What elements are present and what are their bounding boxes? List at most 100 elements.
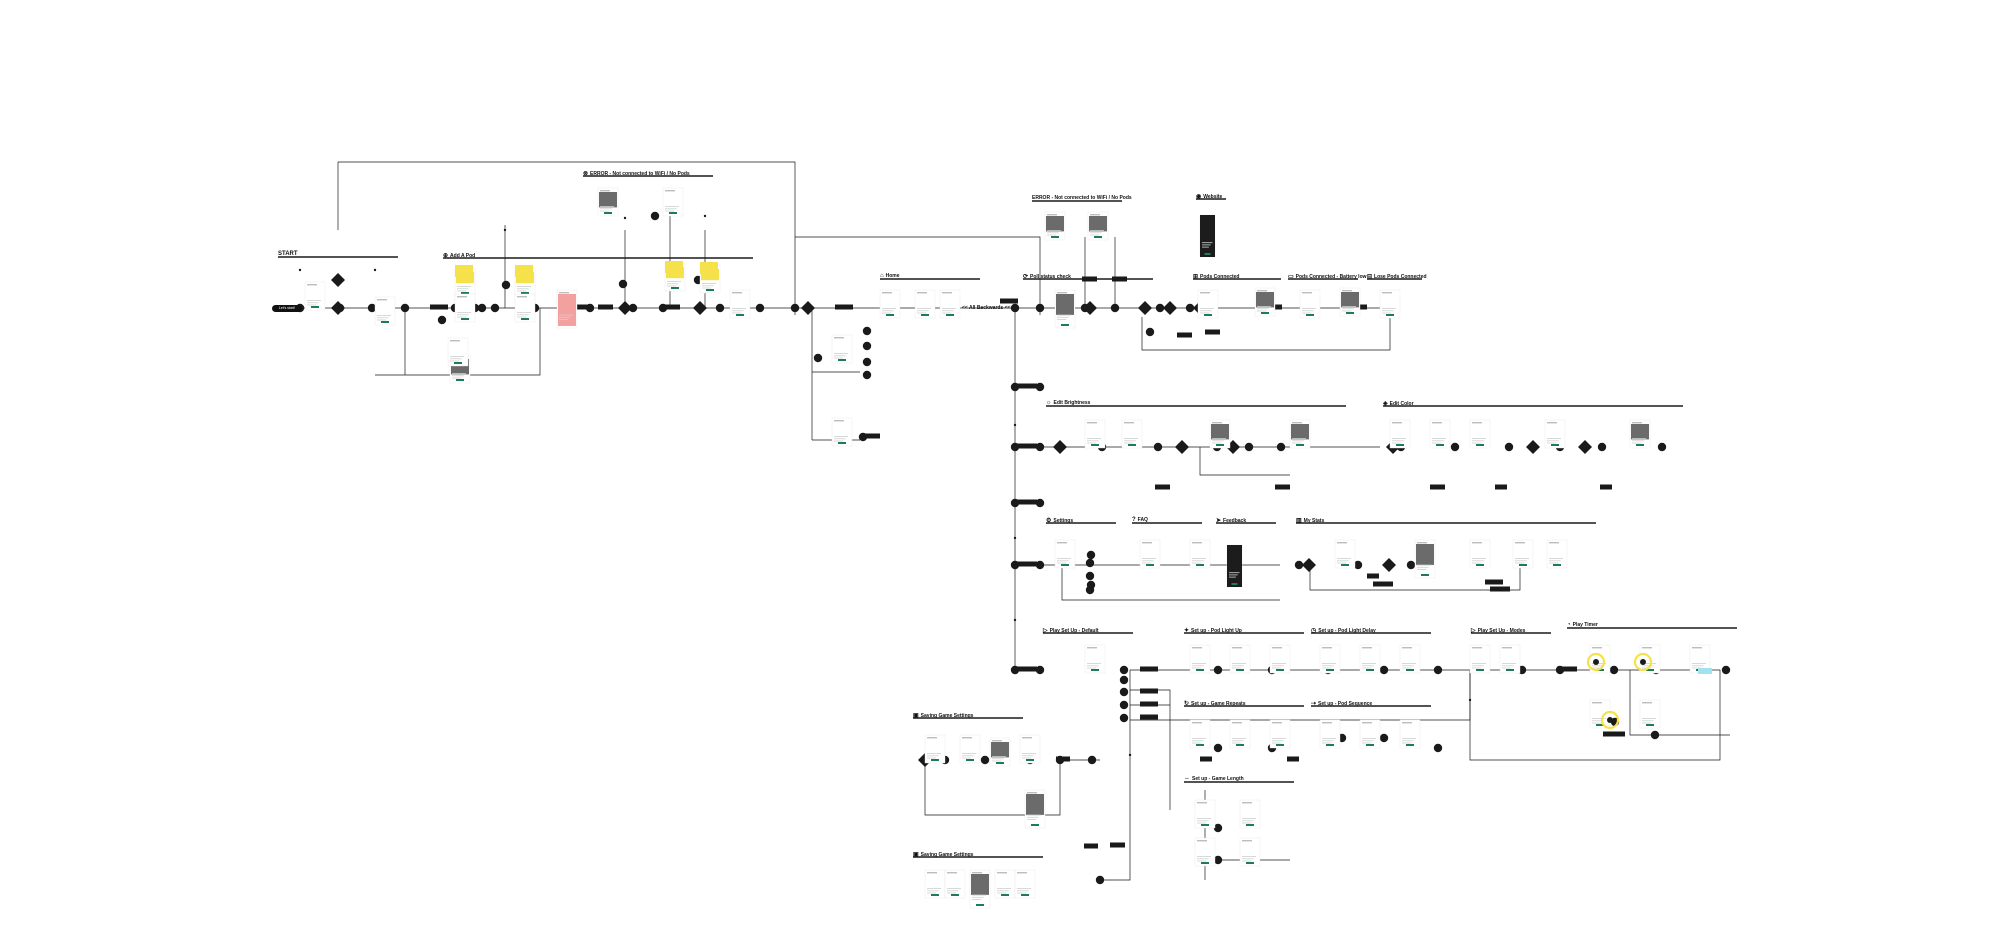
screen-text-line — [1382, 310, 1394, 312]
screen-text-line — [1692, 663, 1706, 664]
screen-title — [1302, 292, 1312, 294]
connector-line — [1199, 447, 1290, 476]
connector-line — [338, 161, 796, 315]
screen-title — [517, 296, 527, 298]
action-pill — [1367, 573, 1379, 579]
step-node — [400, 303, 410, 313]
label-lose-pods: ⊟Lose Pods Connected — [1367, 273, 1427, 280]
screen-text-line — [1272, 665, 1284, 667]
action-pill — [1140, 688, 1158, 694]
action-pill — [575, 304, 590, 310]
screen-text-line — [962, 755, 974, 757]
screen-text-line — [834, 353, 848, 354]
action-pill — [1140, 701, 1158, 707]
screen-text-line — [517, 316, 527, 318]
screen-text-line — [1592, 722, 1602, 724]
screen-text-line — [1272, 738, 1286, 739]
screen-text-line — [1087, 442, 1097, 444]
phone-screen — [729, 289, 751, 319]
screen-text-line — [1087, 663, 1101, 664]
step-node — [1213, 665, 1223, 675]
screen-text-line — [667, 283, 679, 285]
step-node — [1609, 665, 1619, 675]
decision-diamond — [1526, 440, 1540, 454]
step-node — [862, 341, 872, 351]
junction-dot — [703, 214, 707, 218]
action-pill — [1600, 484, 1612, 490]
step-node — [715, 303, 725, 313]
junction-dot — [1128, 753, 1132, 757]
screen-button — [1551, 444, 1559, 446]
step-node — [501, 280, 511, 290]
screen-button — [461, 318, 469, 320]
phone-screen — [1084, 644, 1106, 674]
step-node — [862, 326, 872, 336]
screen-text-line — [992, 760, 1002, 762]
screen-text-line — [927, 888, 941, 889]
label-error-1: ⊗ERROR - Not connected to WiFi / No Pods — [583, 170, 690, 177]
screen-text-line — [377, 317, 389, 319]
connector-line — [1130, 689, 1171, 810]
label-all-backwards: << All Backwards << — [962, 305, 1011, 311]
screen-text-line — [702, 287, 712, 289]
screen-text-line — [732, 312, 742, 314]
screen-text-line — [1322, 738, 1336, 739]
phone-screen — [1194, 837, 1216, 867]
screen-text-line — [1692, 667, 1702, 669]
screen-text-line — [1342, 306, 1356, 307]
timer-ring — [1633, 652, 1653, 672]
screen-text-line — [1192, 742, 1202, 744]
label-play-setup-default-text: Play Set Up - Default — [1049, 628, 1099, 634]
screen-button — [1326, 744, 1334, 746]
label-faq: ?FAQ — [1132, 517, 1148, 523]
step-node — [1119, 675, 1129, 685]
screen-button — [454, 362, 462, 364]
decision-diamond — [1175, 440, 1189, 454]
screen-text-line — [1257, 310, 1267, 312]
label-add-pod-text: Add A Pod — [450, 253, 476, 259]
phone-screen — [924, 734, 946, 764]
screen-text-line — [947, 890, 959, 892]
screen-image — [1291, 424, 1309, 440]
globe-icon: ◉ — [1196, 194, 1202, 200]
screen-text-line — [450, 360, 460, 362]
start-button[interactable]: Let's start! (START) — [272, 305, 302, 317]
screen-title — [1242, 802, 1252, 804]
screen-text-line — [600, 208, 612, 210]
label-poll-status: ⟳Poll status check — [1023, 273, 1071, 280]
connector-line — [1130, 670, 1471, 721]
screen-title — [665, 190, 675, 192]
screen-button — [1128, 444, 1136, 446]
screen-text-line — [1017, 892, 1027, 894]
screen-text-line — [457, 316, 467, 318]
screen-title — [1087, 422, 1097, 424]
screen-button — [931, 759, 939, 761]
phone-screen — [1197, 289, 1219, 319]
screen-text-line — [517, 288, 529, 290]
screen-text-line — [942, 308, 956, 309]
screen-highlight — [701, 269, 719, 281]
status-chip — [1698, 668, 1712, 674]
action-pill — [1490, 586, 1510, 592]
screen-button — [1476, 564, 1484, 566]
screen-image — [1056, 294, 1074, 315]
label-play-setup-modes-text: Play Set Up - Modes — [1477, 628, 1526, 634]
screen-text-line — [1229, 572, 1240, 574]
screen-text-line — [1632, 438, 1646, 439]
feature-badge — [665, 261, 683, 273]
step-node — [813, 353, 823, 363]
phone-screen — [1019, 734, 1041, 764]
feature-badge — [515, 265, 533, 277]
label-play-setup-modes: ▷Play Set Up - Modes — [1471, 627, 1525, 634]
screen-text-line — [452, 377, 462, 379]
screen-text-line — [997, 888, 1011, 889]
screen-text-line — [517, 286, 531, 287]
screen-text-line — [559, 316, 571, 318]
connector-line — [1629, 670, 1730, 736]
screen-text-line — [972, 896, 984, 898]
screen-button — [1306, 314, 1314, 316]
screen-title — [377, 299, 387, 301]
phone-screen — [914, 289, 936, 319]
junction-dot — [298, 268, 302, 272]
